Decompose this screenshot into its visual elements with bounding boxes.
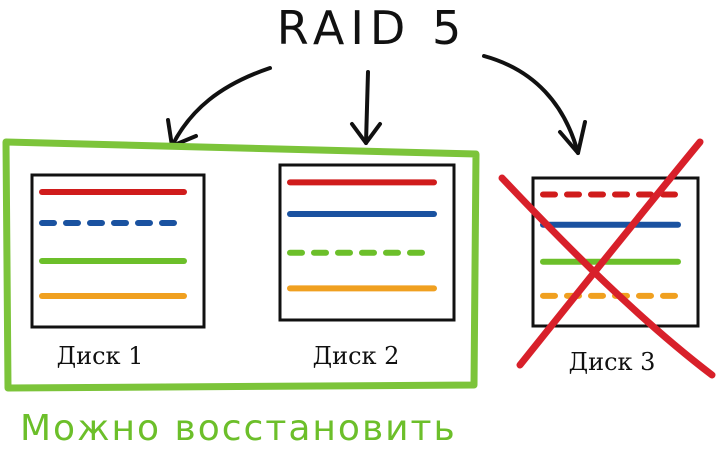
- recoverable-caption: Можно восстановить: [20, 408, 457, 449]
- failed-disk-cross: [498, 138, 716, 379]
- disk-label: Диск 3: [569, 348, 656, 376]
- recoverable-group-border: [2, 138, 480, 392]
- arrow-to-disk-3: [482, 54, 580, 155]
- diagram-title: RAID 5: [277, 1, 467, 55]
- disk-label: Диск 1: [57, 342, 144, 370]
- disk-3: Диск 3: [531, 176, 700, 376]
- arrow-to-disk-1: [170, 66, 272, 148]
- disk-1: Диск 1: [30, 173, 206, 370]
- arrow-to-disk-2: [364, 70, 370, 145]
- arrow-to-disk-1-head: [166, 118, 198, 148]
- disk-label: Диск 2: [313, 342, 400, 370]
- disk-box: [531, 176, 700, 328]
- disk-2: Диск 2: [278, 163, 456, 370]
- arrow-to-disk-2-head: [350, 122, 382, 145]
- disk-box: [30, 173, 206, 329]
- disks: Диск 1 Диск 2 Диск 3: [30, 163, 700, 376]
- disk-box: [278, 163, 456, 322]
- arrow-to-disk-3-head: [558, 120, 587, 155]
- arrows: [166, 54, 587, 155]
